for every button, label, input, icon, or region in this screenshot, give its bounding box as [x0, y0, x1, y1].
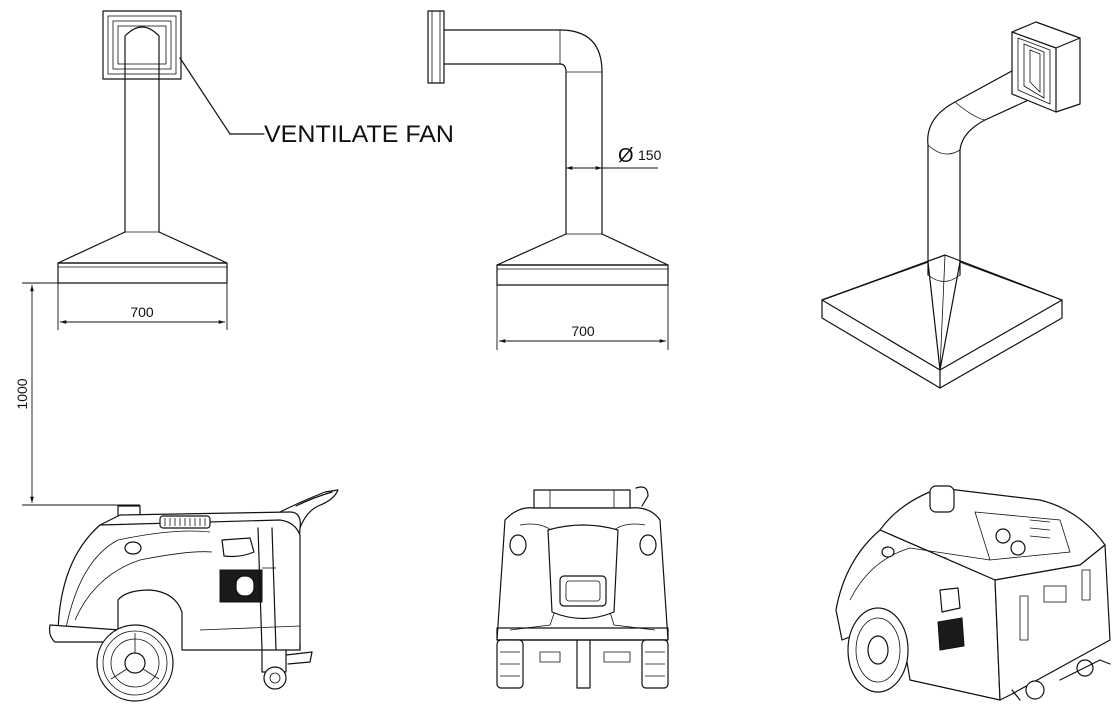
dimension-width-side: 700 [496, 285, 669, 350]
diameter-symbol: Ø [618, 145, 634, 167]
dimension-diameter-label: 150 [638, 147, 662, 163]
dimension-height: 1000 [14, 282, 140, 506]
dimension-width-front-label: 700 [130, 304, 154, 320]
fan-label: VENTILATE FAN [264, 121, 454, 148]
dimension-diameter: Ø 150 [566, 145, 662, 170]
front-view-hood [57, 10, 228, 284]
machine-side-view [48, 489, 339, 702]
ventilate-fan-front [102, 10, 182, 80]
dimension-height-label: 1000 [14, 378, 30, 409]
machine-front-view [496, 486, 669, 689]
dimension-width-front: 700 [57, 283, 228, 330]
machine-isometric-view [835, 485, 1111, 701]
dimension-width-side-label: 700 [571, 323, 595, 339]
side-view-hood [427, 10, 669, 286]
isometric-view-hood [821, 21, 1081, 389]
fan-callout: VENTILATE FAN [179, 57, 454, 148]
